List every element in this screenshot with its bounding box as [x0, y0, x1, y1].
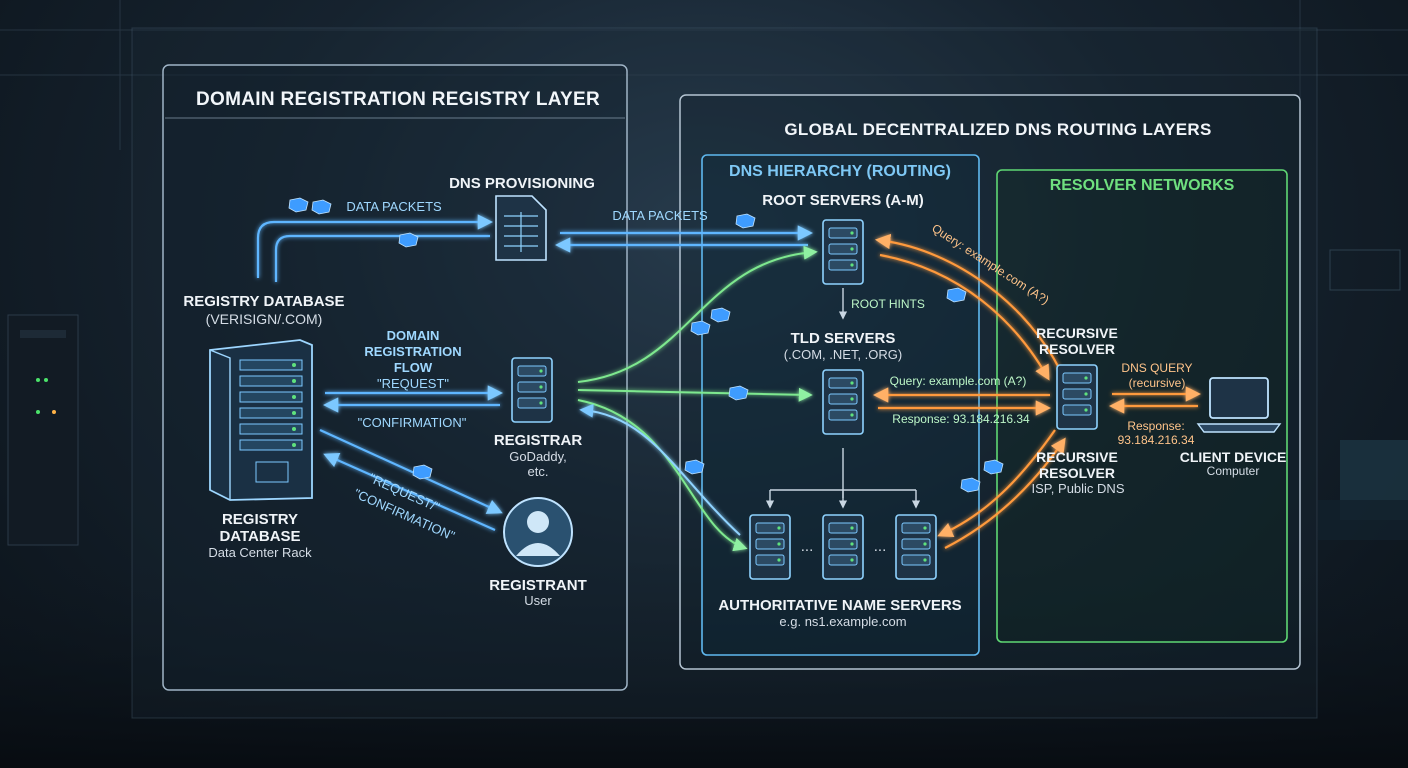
flow-title-line3: FLOW [393, 360, 433, 375]
registry-database-label: REGISTRY DATABASE [183, 293, 345, 310]
curve-registrar-root [577, 245, 818, 383]
global-layer-title: GLOBAL DECENTRALIZED DNS ROUTING LAYERS [784, 120, 1212, 139]
response-tld-label: Response: 93.184.216.34 [892, 412, 1030, 426]
auth-server-icon-3 [895, 514, 937, 580]
registry-db-bottom-line1: REGISTRY [221, 511, 299, 528]
curve-registrar-auth [577, 399, 748, 552]
resolver-networks-title: RESOLVER NETWORKS [1049, 177, 1235, 194]
dns-query-label: DNS QUERY [1121, 361, 1193, 375]
response-ip: 93.184.216.34 [1117, 433, 1195, 447]
recursive-resolver-top-line2: RESOLVER [1039, 341, 1115, 357]
registrar-label: REGISTRAR [493, 432, 583, 449]
registry-db-bottom-sub: Data Center Rack [208, 545, 312, 560]
registry-layer-title: DOMAIN REGISTRATION REGISTRY LAYER [196, 89, 600, 110]
flow-title-line2: REGISTRATION [364, 344, 462, 359]
flow-confirmation-diagonal [323, 452, 496, 532]
root-server-icon [822, 219, 864, 285]
recursive-resolver-bottom-line1: RECURSIVE [1036, 449, 1118, 465]
recursive-resolver-server-icon [1056, 364, 1098, 430]
curve-auth-registrar [579, 403, 741, 536]
data-packets-label-right: DATA PACKETS [612, 208, 708, 223]
flow-data-packets-return [274, 234, 490, 282]
flow-title-line1: DOMAIN [386, 328, 440, 343]
registry-database-rack [209, 339, 313, 501]
registrar-server-icon [511, 357, 553, 423]
flow-request-label: "REQUEST" [376, 376, 450, 391]
dns-provisioning-label: DNS PROVISIONING [449, 175, 595, 192]
registrant-sub: User [524, 593, 552, 608]
client-laptop-icon [1196, 377, 1282, 433]
auth-server-icon-1 [749, 514, 791, 580]
recursive-resolver-sub: ISP, Public DNS [1031, 481, 1125, 496]
response-label: Response: [1127, 419, 1185, 433]
recursive-resolver-bottom-line2: RESOLVER [1039, 465, 1115, 481]
registrar-sub1: GoDaddy, [509, 449, 567, 464]
curve-registrar-tld [577, 387, 813, 402]
registry-db-bottom-line2: DATABASE [219, 528, 301, 545]
flow-confirmation-label: "CONFIRMATION" [357, 415, 467, 430]
root-servers-label: ROOT SERVERS (A-M) [762, 192, 924, 209]
tld-servers-label: TLD SERVERS [790, 330, 896, 347]
query-tld-label: Query: example.com (A?) [889, 374, 1027, 388]
flow-data-packets-top [256, 214, 494, 278]
client-device-sub: Computer [1206, 464, 1260, 478]
flow-query-root [874, 233, 1061, 371]
authoritative-sub: e.g. ns1.example.com [779, 614, 907, 629]
tld-server-icon [822, 369, 864, 435]
recursive-resolver-top-line1: RECURSIVE [1036, 325, 1118, 341]
registrant-avatar-icon [503, 497, 573, 567]
client-device-label: CLIENT DEVICE [1179, 449, 1287, 465]
registrar-sub2: etc. [527, 464, 549, 479]
auth-dots-1: ... [800, 538, 814, 555]
auth-server-icon-2 [822, 514, 864, 580]
tld-servers-sub: (.COM, .NET, .ORG) [783, 347, 903, 362]
auth-dots-2: ... [873, 538, 887, 555]
root-hints-label: ROOT HINTS [851, 297, 925, 311]
authoritative-label: AUTHORITATIVE NAME SERVERS [718, 597, 962, 614]
dns-hierarchy-title: DNS HIERARCHY (ROUTING) [729, 163, 951, 180]
flow-query-auth [937, 429, 1056, 538]
registrant-label: REGISTRANT [489, 577, 587, 594]
data-packets-label-left: DATA PACKETS [346, 199, 442, 214]
dns-query-sub: (recursive) [1128, 376, 1186, 390]
dns-provisioning-document-icon [495, 195, 547, 261]
flow-response-root [879, 253, 1050, 381]
registry-database-sub: (VERISIGN/.COM) [205, 311, 323, 327]
flow-response-auth [944, 437, 1066, 549]
flow-request-diagonal [319, 428, 503, 514]
